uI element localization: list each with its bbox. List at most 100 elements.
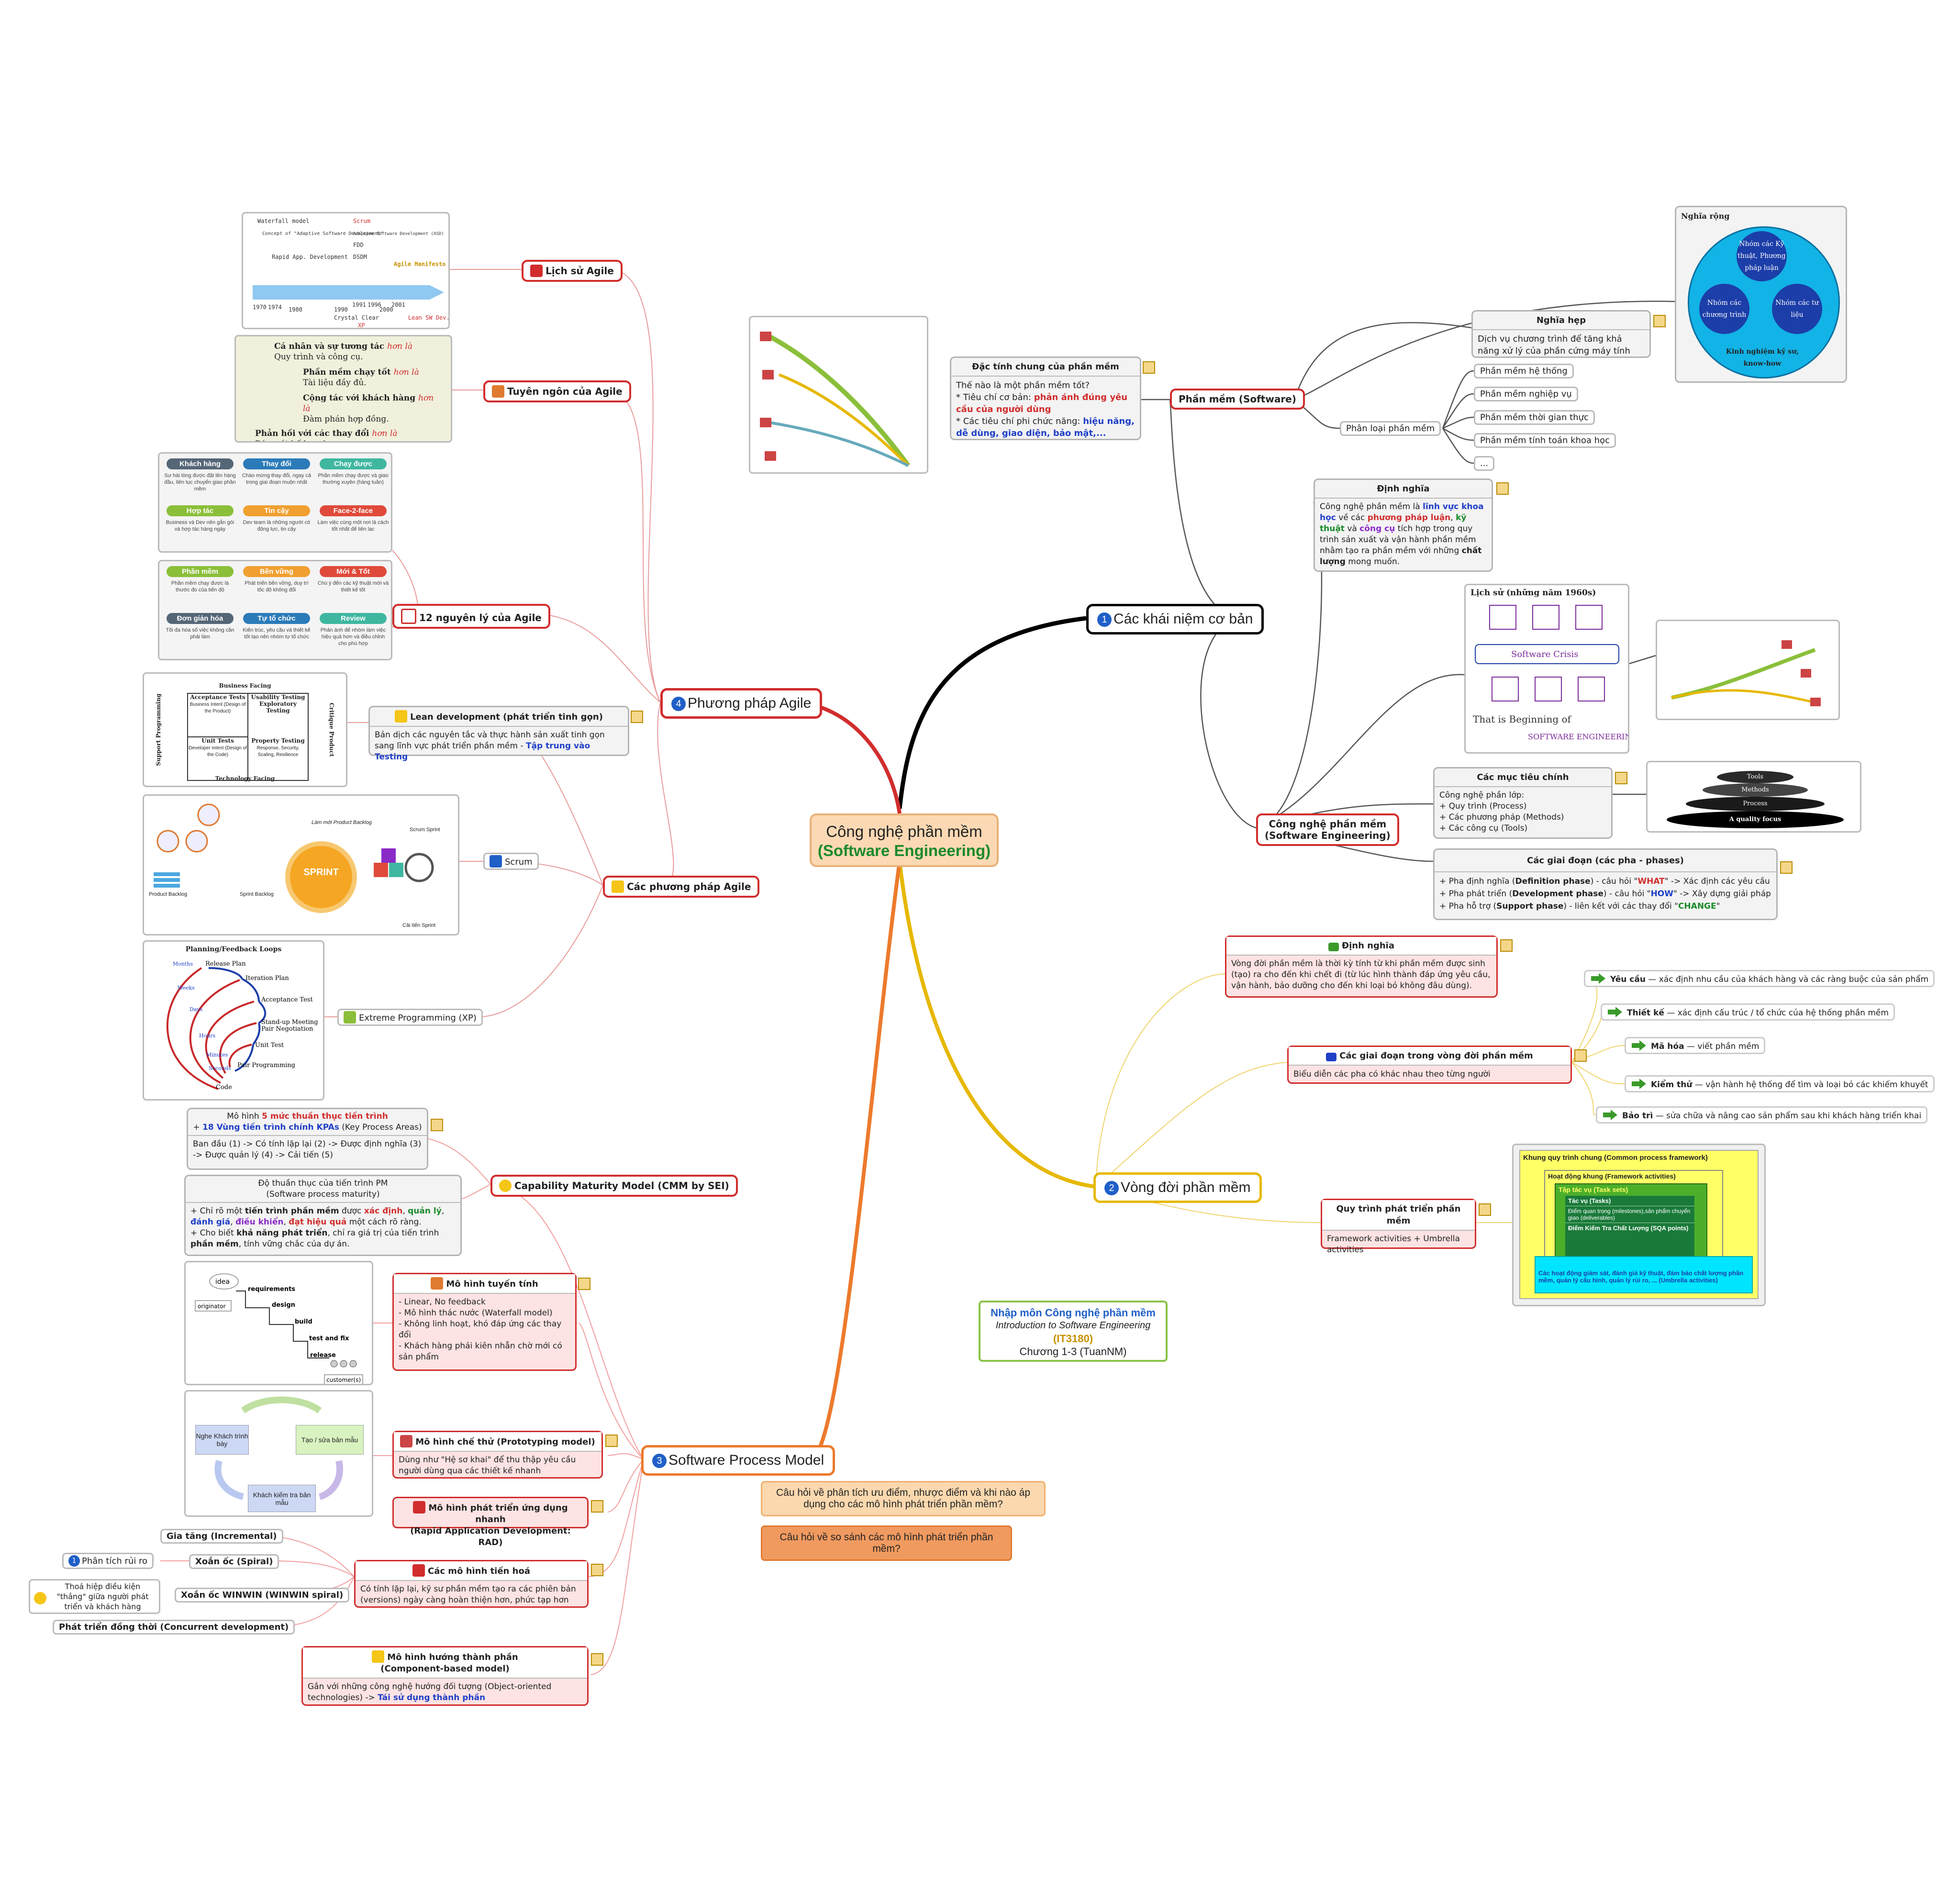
pyramid-layer-quality: A quality focus (1667, 811, 1844, 828)
topic-agile-methods[interactable]: Các phương pháp Agile (603, 876, 760, 898)
topic-scrum[interactable]: Scrum (483, 853, 539, 870)
topic-scrum-label: Scrum (505, 857, 533, 867)
lifecycle-stages-box[interactable]: Các giai đoạn trong vòng đời phần mềm Bi… (1287, 1046, 1572, 1084)
stage-testing[interactable]: Kiểm thử — vận hành hệ thống để tìm và l… (1625, 1075, 1935, 1092)
center-topic[interactable]: Công nghệ phần mềm (Software Engineering… (810, 813, 999, 867)
linear-model-box[interactable]: Mô hình tuyến tính - Linear, No feedback… (392, 1273, 577, 1371)
phase-definition: + Pha định nghĩa (Definition phase) - câ… (1439, 877, 1770, 886)
cmm-text: + (193, 1123, 202, 1132)
branch-line-1 (897, 616, 1087, 809)
stage-design[interactable]: Thiết kế — xác định cấu trúc / tổ chức c… (1601, 1003, 1895, 1021)
classify-item[interactable]: Phần mềm nghiệp vụ (1474, 387, 1578, 401)
prototype-body: Dùng như "Hệ sơ khai" để thu thập yêu cầ… (399, 1455, 576, 1476)
topic-software[interactable]: Phần mềm (Software) (1170, 389, 1305, 410)
evolution-incremental[interactable]: Gia tăng (Incremental) (160, 1529, 283, 1544)
cmm-pm-keyword: đánh giá (190, 1217, 231, 1227)
se-def-keyword: lĩnh vực khoa học (1320, 502, 1484, 523)
broad-circle-3: Nhóm các tư liệu (1772, 284, 1822, 334)
se-goals-box[interactable]: Các mục tiêu chính Công nghệ phần lớp: +… (1433, 767, 1613, 839)
manifesto-l1a: Cá nhân và sự tương tác (274, 342, 387, 351)
branch-line-4 (796, 701, 902, 814)
question-1[interactable]: Câu hỏi về phân tích ưu điểm, nhược điểm… (761, 1481, 1046, 1516)
se-def-keyword: công cụ (1359, 524, 1395, 534)
se-def-text: và (1344, 524, 1360, 534)
se-history-box[interactable]: Lịch sử (những năm 1960s) Software Crisi… (1464, 584, 1629, 754)
xp-scale: Minutes (206, 1052, 228, 1058)
classify-item[interactable]: Phần mềm thời gian thực (1474, 410, 1595, 425)
evolution-concurrent[interactable]: Phát triển đồng thời (Concurrent develop… (53, 1620, 295, 1635)
course-subtitle: Introduction to Software Engineering (995, 1320, 1151, 1331)
topic-agile-history[interactable]: Lịch sử Agile (522, 260, 623, 282)
cmm-pm-text: một cách rõ ràng. (346, 1217, 422, 1227)
stage-requirements[interactable]: Yêu cầu — xác định nhu cầu của khách hàn… (1584, 970, 1935, 987)
broad-meaning-box[interactable]: Nghĩa rộng Nhóm các Kỹ thuật, Phương phá… (1675, 206, 1847, 383)
lean-box[interactable]: Lean development (phát triển tinh gọn) B… (368, 706, 629, 762)
phase-support: + Pha hỗ trợ (Support phase) - liên kết … (1439, 901, 1720, 911)
sprint-circle: SPRINT (285, 841, 357, 913)
classify-item[interactable]: ... (1474, 456, 1495, 471)
component-title2: (Component-based model) (380, 1664, 510, 1674)
se-phases-box[interactable]: Các giai đoạn (các pha - phases) + Pha đ… (1433, 848, 1778, 920)
cmm-levels-box[interactable]: Mô hình 5 mức thuần thục tiến trình + 18… (187, 1108, 428, 1170)
arrow-right-icon (1632, 1040, 1646, 1051)
checkbox-icon (401, 609, 416, 624)
cmm-pm-keyword: xác định (364, 1206, 403, 1216)
note-icon (1653, 315, 1666, 327)
thumbs-up-icon (431, 1277, 444, 1290)
linear-diag-originator: originator (198, 1303, 226, 1310)
broad-circle-3-label: Nhóm các tư liệu (1775, 299, 1819, 319)
cmm-pm-box[interactable]: Độ thuần thục của tiến trình PM (Softwar… (184, 1175, 462, 1256)
se-def-keyword: phương pháp luận (1367, 513, 1451, 523)
prototype-box[interactable]: Mô hình chế thử (Prototyping model) Dùng… (392, 1431, 603, 1479)
topic-se[interactable]: Công nghệ phần mềm (Software Engineering… (1256, 813, 1399, 846)
characteristics-line3a: * Các tiêu chí phi chức năng: (956, 416, 1083, 426)
dev-process-box[interactable]: Quy trình phát triển phần mềm Framework … (1321, 1199, 1476, 1255)
question-2[interactable]: Câu hỏi về so sánh các mô hình phát triể… (761, 1525, 1012, 1561)
evolution-winwin[interactable]: Xoắn ốc WINWIN (WINWIN spiral) (175, 1588, 350, 1603)
characteristics-box[interactable]: Đặc tính chung của phần mềm Thế nào là m… (950, 356, 1141, 440)
rad-box[interactable]: Mô hình phát triển ứng dụng nhanh(Rapid … (392, 1497, 589, 1547)
classify-item[interactable]: Phần mềm hệ thống (1474, 364, 1574, 378)
topic-cmm[interactable]: Capability Maturity Model (CMM by SEI) (490, 1175, 738, 1197)
evolution-spiral[interactable]: Xoắn ốc (Spiral) (189, 1554, 279, 1569)
evolution-box[interactable]: Các mô hình tiến hoá Có tính lặp lại, kỹ… (354, 1560, 589, 1608)
topic-xp[interactable]: Extreme Programming (XP) (337, 1009, 483, 1026)
lifecycle-definition-body: Vòng đời phần mềm là thời kỳ tính từ khi… (1231, 959, 1491, 990)
topic-agile-manifesto[interactable]: Tuyên ngôn của Agile (483, 380, 631, 402)
topic-agile-principles[interactable]: 12 nguyên lý của Agile (392, 604, 550, 629)
topic-se-line1: Công nghệ phần mềm (1269, 818, 1387, 830)
stage-maintenance[interactable]: Bảo trì — sửa chữa và nâng cao sản phẩm … (1596, 1106, 1928, 1124)
characteristics-line2b: phản ánh đúng yêu cầu của người dùng (956, 392, 1128, 414)
linear-item: - Khách hàng phải kiên nhẫn chờ mới có s… (399, 1341, 562, 1362)
classify-item[interactable]: Phần mềm tính toán khoa học (1474, 433, 1616, 448)
component-box[interactable]: Mô hình hướng thành phần(Component-based… (301, 1646, 589, 1706)
characteristics-title: Đặc tính chung của phần mềm (951, 358, 1140, 377)
evolution-winwin-note[interactable]: Thoả hiệp điều kiện "thắng" giữa người p… (29, 1579, 160, 1614)
classify-node[interactable]: Phân loại phần mềm (1340, 421, 1441, 436)
se-definition-box[interactable]: Định nghĩa Công nghệ phần mềm là lĩnh vự… (1314, 479, 1493, 572)
lifecycle-definition-box[interactable]: Định nghĩa Vòng đời phần mềm là thời kỳ … (1225, 935, 1498, 998)
narrow-meaning-box[interactable]: Nghĩa hẹp Dịch vụ chương trình để tăng k… (1471, 310, 1651, 358)
principle-text: Tối đa hóa số việc không cần phải làm (166, 627, 234, 640)
stage-coding[interactable]: Mã hóa — viết phần mềm (1625, 1037, 1766, 1054)
note-icon (591, 1500, 603, 1513)
manifesto-l2b: hơn là (393, 367, 419, 377)
lifecycle-stages-body: Biểu diễn các pha có khác nhau theo từng… (1293, 1069, 1491, 1079)
